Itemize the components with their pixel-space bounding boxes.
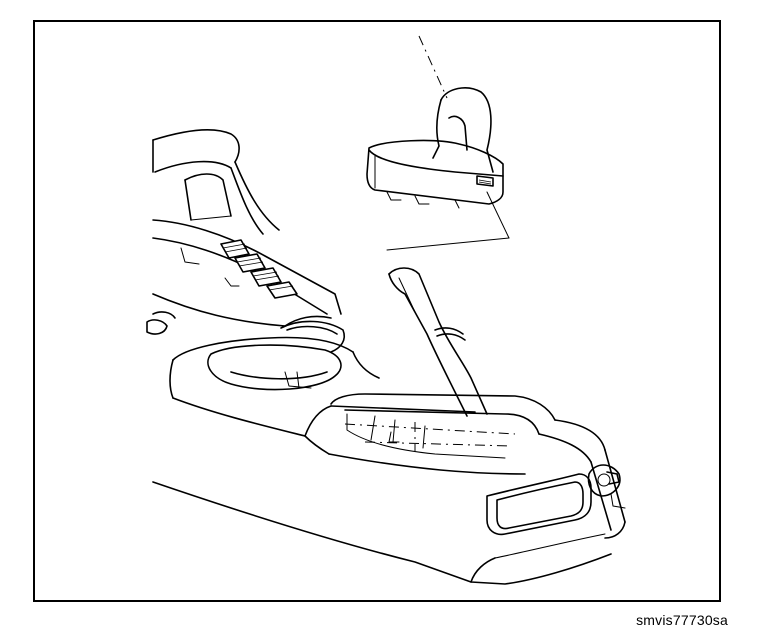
alignment-lines	[386, 35, 510, 251]
shift-knob	[366, 87, 504, 209]
figure-caption: smvis77730sa	[636, 612, 728, 628]
diagram-frame	[33, 20, 721, 602]
shift-lever	[388, 267, 488, 417]
console-diagram	[146, 35, 626, 585]
center-console	[146, 128, 626, 585]
